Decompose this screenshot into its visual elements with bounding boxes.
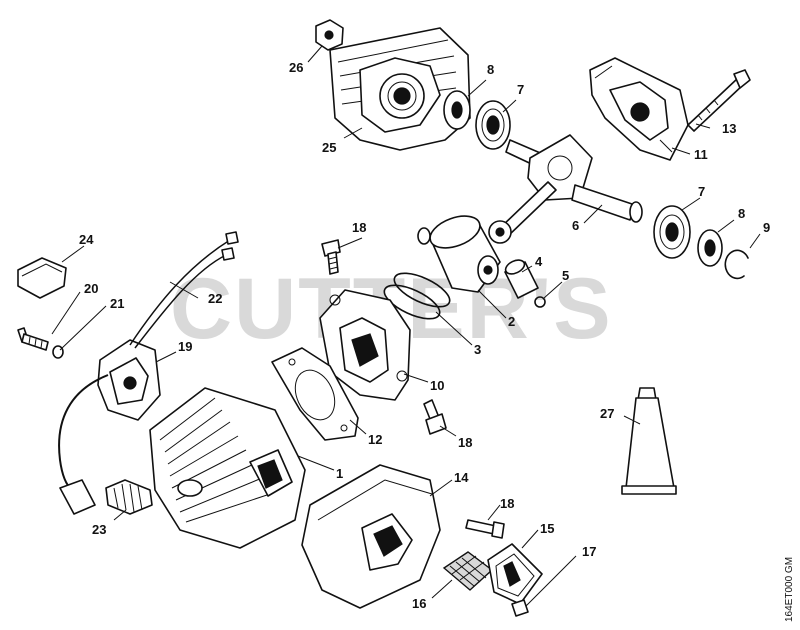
part-26-nut (315, 19, 344, 51)
part-20-screw (17, 327, 64, 359)
part-5-circlip (534, 296, 546, 308)
callout-4: 4 (535, 254, 543, 269)
callout-8-top: 8 (487, 62, 494, 77)
callout-18-top: 18 (352, 220, 366, 235)
callout-6: 6 (572, 218, 579, 233)
part-7-bearing-top (475, 100, 511, 150)
callout-12: 12 (368, 432, 382, 447)
callout-22: 22 (208, 291, 222, 306)
part-1-cylinder (149, 387, 306, 549)
callout-27: 27 (600, 406, 614, 421)
part-18-screw-top (321, 239, 341, 275)
callout-24: 24 (79, 232, 94, 247)
leader-lines (51, 45, 761, 607)
part-7-bearing-bottom (653, 205, 691, 259)
callout-8-bottom: 8 (738, 206, 745, 221)
part-19-ignition-module (97, 339, 161, 421)
part-8-oil-seal-top (443, 90, 471, 130)
callout-7-bottom: 7 (698, 184, 705, 199)
callout-19: 19 (178, 339, 192, 354)
callout-3: 3 (474, 342, 481, 357)
ignition-lead (58, 374, 109, 491)
callout-5: 5 (562, 268, 569, 283)
callout-10: 10 (430, 378, 444, 393)
callout-9: 9 (763, 220, 770, 235)
callout-numbers: 1 2 3 4 5 6 7 7 8 8 9 10 11 12 13 14 15 … (79, 60, 770, 611)
wire-terminal-top (225, 231, 239, 245)
callout-13: 13 (722, 121, 736, 136)
reference-code: 164ET000 GM (784, 557, 795, 622)
part-23-spark-plug (59, 479, 153, 515)
part-8-oil-seal-bottom (697, 229, 723, 267)
callout-1: 1 (336, 466, 343, 481)
callout-21: 21 (110, 296, 124, 311)
callout-15: 15 (540, 521, 554, 536)
callout-16: 16 (412, 596, 426, 611)
part-4-piston-pin (504, 259, 539, 299)
part-9-circlip (724, 249, 749, 280)
callout-17: 17 (582, 544, 596, 559)
part-27-grease-tube (621, 387, 677, 495)
part-15-cover (487, 543, 543, 605)
piston-pin-circlip (417, 227, 431, 245)
callout-18-bottom: 18 (500, 496, 514, 511)
callout-18-middle: 18 (458, 435, 472, 450)
part-10-cylinder-base (319, 289, 411, 401)
wire-terminal-bottom (221, 247, 235, 261)
part-24-clip (17, 257, 67, 299)
part-14-muffler (301, 464, 441, 609)
part-18-screw-middle (423, 399, 447, 435)
part-2-piston (429, 215, 501, 293)
callout-20: 20 (84, 281, 98, 296)
part-11-crankcase-half (589, 57, 689, 161)
part-17-screw (511, 599, 529, 617)
part-25-crankcase (329, 27, 471, 151)
part-6-crankshaft (488, 134, 643, 244)
part-18-screw-bottom (465, 519, 505, 539)
part-13-bolt (687, 69, 751, 132)
callout-25: 25 (322, 140, 336, 155)
callout-14: 14 (454, 470, 469, 485)
part-22-wire-2 (134, 254, 227, 349)
callout-26: 26 (289, 60, 303, 75)
callout-11: 11 (694, 147, 708, 162)
callout-7-top: 7 (517, 82, 524, 97)
callout-2: 2 (508, 314, 515, 329)
part-16-screen (442, 551, 494, 591)
part-12-gasket (271, 347, 359, 441)
callout-23: 23 (92, 522, 106, 537)
